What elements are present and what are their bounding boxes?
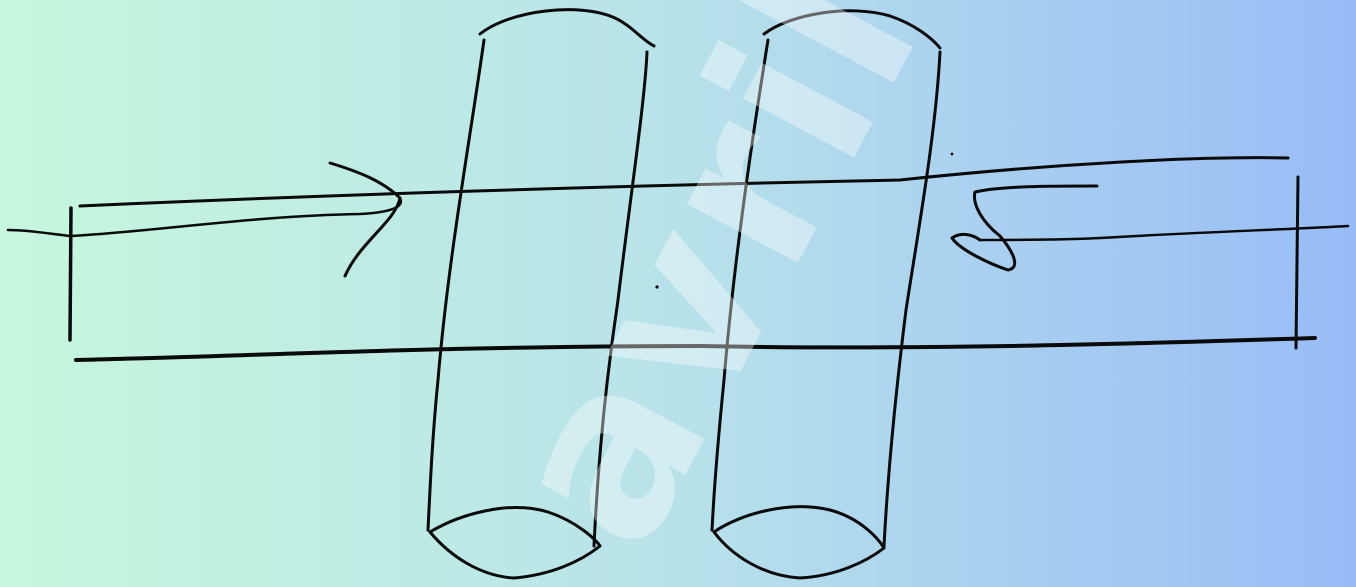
curved-arrow-icon xyxy=(952,186,1097,270)
curved-arrow-icon xyxy=(330,163,400,276)
band-left-end xyxy=(70,208,71,340)
band-right-end xyxy=(1296,177,1298,348)
outflow-arrow xyxy=(952,186,1348,270)
ink-dot xyxy=(951,153,954,156)
inflow-line xyxy=(8,198,401,236)
watermark-text: avril xyxy=(453,0,973,586)
outflow-line xyxy=(980,226,1348,240)
watermark: avril xyxy=(453,0,973,586)
cylinder-left-top xyxy=(480,10,654,46)
cylinder-right-bottom xyxy=(714,507,884,578)
inflow-arrow xyxy=(8,163,401,276)
